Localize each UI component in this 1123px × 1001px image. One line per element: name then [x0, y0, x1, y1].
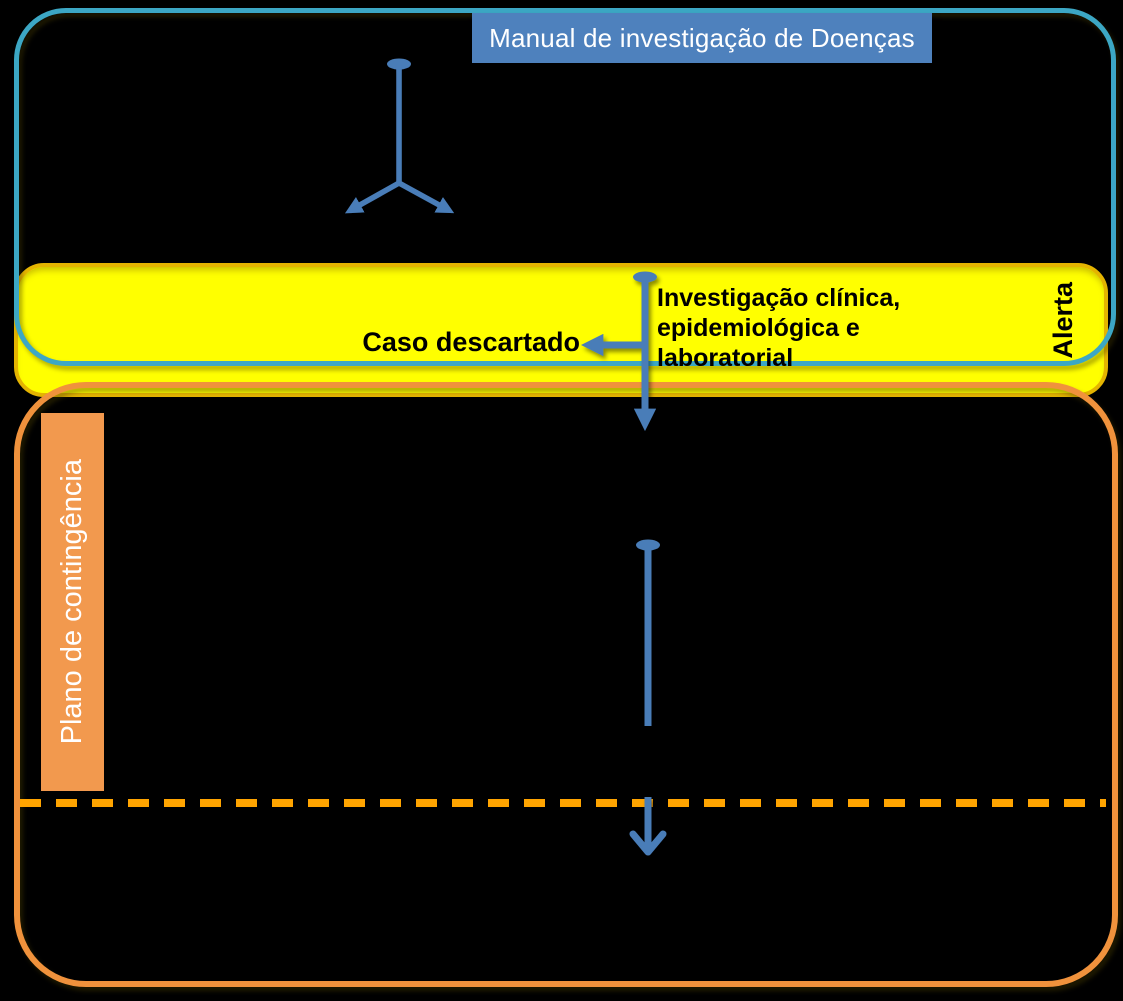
alert-band	[14, 263, 1108, 397]
contingency-label-box: Plano de contingência	[41, 413, 104, 791]
separator-down-arrow	[629, 797, 667, 856]
contingency-frame	[14, 382, 1118, 987]
title-banner: Manual de investigação de Doenças	[472, 13, 932, 63]
fork-arrow	[344, 58, 455, 214]
notification-frame	[14, 8, 1116, 366]
title-banner-label: Manual de investigação de Doenças	[489, 22, 915, 53]
contingency-connector-line	[636, 539, 660, 726]
caso-descartado-label: Caso descartado	[362, 327, 580, 357]
investigation-label: Investigação clínica, epidemiológica e l…	[657, 284, 901, 372]
